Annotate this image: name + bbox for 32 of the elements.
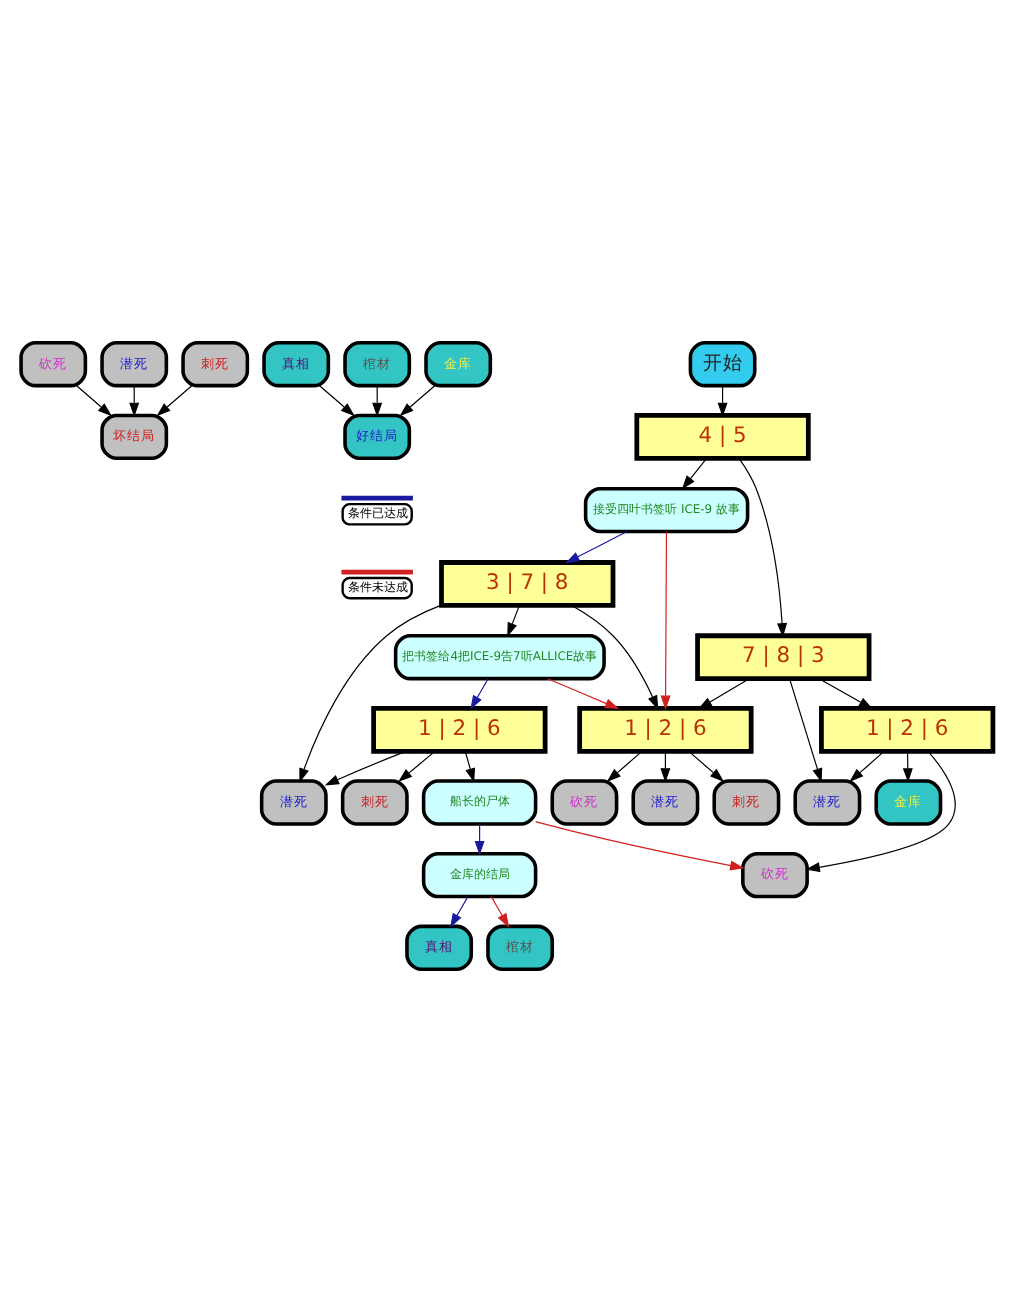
arrow <box>565 531 628 564</box>
arrow <box>547 678 620 710</box>
arrow <box>660 531 671 710</box>
arrow <box>470 678 489 710</box>
arrow <box>681 457 707 490</box>
arrow <box>507 605 520 637</box>
arrow <box>76 385 112 417</box>
arrow <box>849 750 885 782</box>
node-box: 4 | 5 <box>634 413 811 461</box>
arrow <box>738 457 788 638</box>
arrow <box>156 385 193 417</box>
arrow <box>398 750 436 782</box>
arrow <box>299 604 442 783</box>
node-box: 1 | 2 | 6 <box>819 706 996 754</box>
arrow <box>606 750 643 782</box>
node-box: 3 | 7 | 8 <box>439 560 616 608</box>
node-box: 1 | 2 | 6 <box>371 706 548 754</box>
arrow <box>818 678 873 710</box>
arrow <box>450 896 469 928</box>
arrow <box>490 896 510 928</box>
arrow <box>535 821 745 871</box>
node-box: 开始 <box>688 340 757 388</box>
node-box: 1 | 2 | 6 <box>577 706 754 754</box>
arrow <box>697 678 750 710</box>
arrow <box>571 605 659 710</box>
node-box: 7 | 8 | 3 <box>695 633 872 681</box>
arrow <box>319 385 355 417</box>
arrow <box>464 750 476 783</box>
arrow <box>324 750 407 786</box>
arrow <box>399 385 436 417</box>
arrow <box>789 678 823 783</box>
arrow <box>688 750 725 782</box>
